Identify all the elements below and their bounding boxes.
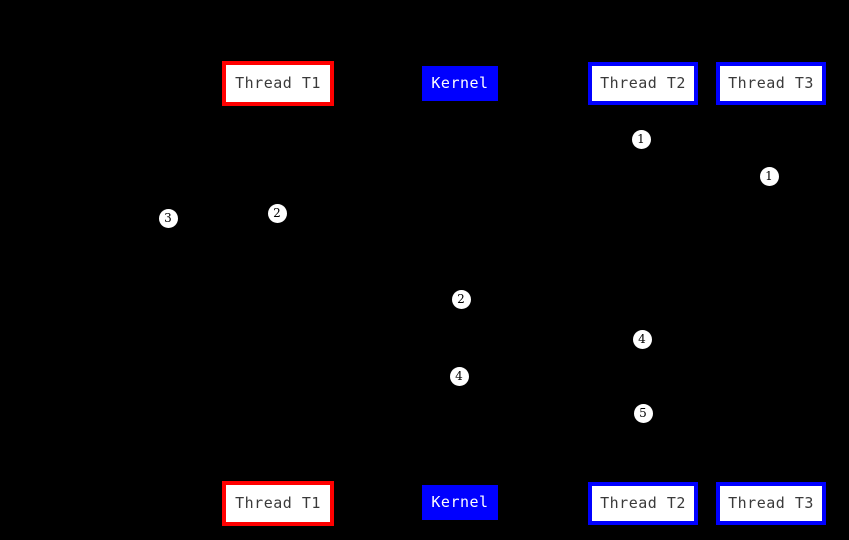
sequence-badge-4-badge-g: 4 [449,366,469,386]
sequence-badge-1-badge-a: 1 [631,129,651,149]
lifeline-stem-t3 [771,105,772,482]
participant-box-kernel-top[interactable]: Kernel [422,66,498,101]
participant-box-kernel-bottom[interactable]: Kernel [422,485,498,520]
participant-box-t1-top[interactable]: Thread T1 [222,61,334,106]
sequence-badge-4-badge-f: 4 [632,329,652,349]
sequence-badge-2-badge-e: 2 [451,289,471,309]
participant-box-t2-top[interactable]: Thread T2 [588,62,698,105]
participant-box-t3-bottom[interactable]: Thread T3 [716,482,826,525]
sequence-badge-5-badge-h: 5 [633,403,653,423]
participant-box-t1-bottom[interactable]: Thread T1 [222,481,334,526]
participant-box-t3-top[interactable]: Thread T3 [716,62,826,105]
sequence-badge-1-badge-b: 1 [759,166,779,186]
sequence-badge-3-badge-c: 3 [158,208,178,228]
sequence-badge-2-badge-d: 2 [267,203,287,223]
lifeline-stem-t2 [643,105,644,482]
lifeline-stem-t1 [278,106,279,481]
participant-box-t2-bottom[interactable]: Thread T2 [588,482,698,525]
